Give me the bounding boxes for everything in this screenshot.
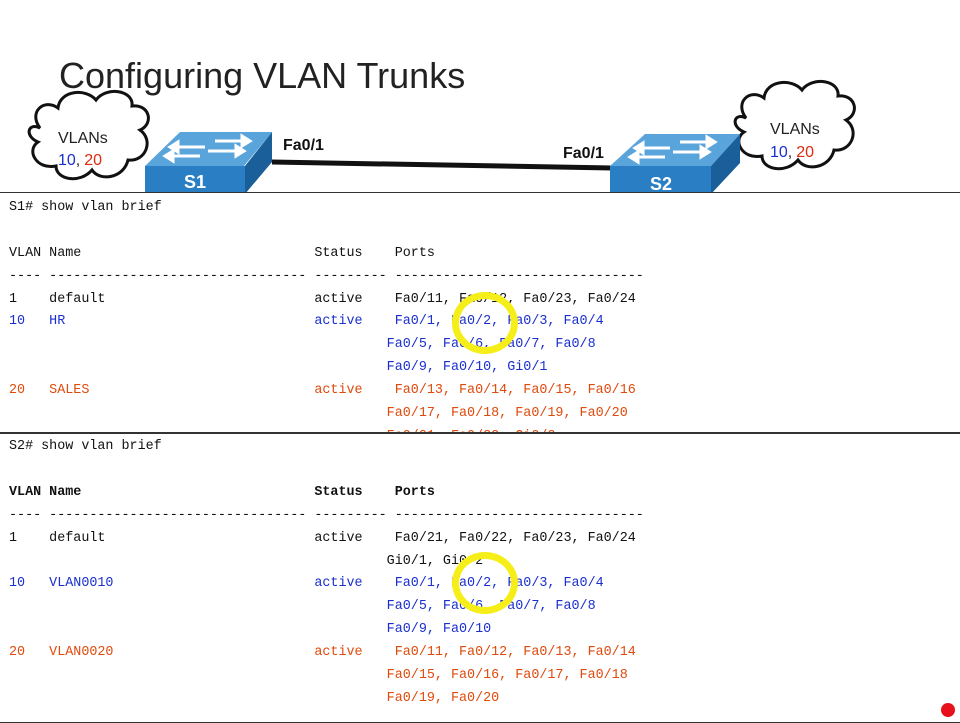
s1-table-rule: ---- -------------------------------- --… [9, 269, 644, 284]
table-row: 10 VLAN0010 active Fa0/1, Fa0/2, Fa0/3, … [9, 576, 604, 591]
table-row: 10 HR active Fa0/1, Fa0/2, Fa0/3, Fa0/4 [9, 314, 604, 329]
s1-cloud-title: VLANs [58, 130, 108, 147]
svg-text:10,20: 10,20 [58, 152, 102, 169]
laser-pointer-dot [941, 703, 955, 717]
s2-cloud-title: VLANs [770, 121, 820, 138]
table-row: Fa0/15, Fa0/16, Fa0/17, Fa0/18 [9, 668, 628, 683]
s2-command: S2# show vlan brief [9, 439, 162, 454]
s1-label: S1 [184, 172, 206, 192]
switch-s1-icon: S1 [145, 132, 272, 194]
s1-fa01-highlight [452, 292, 518, 354]
s1-vlan-cloud: VLANs 10,20 [27, 90, 150, 181]
table-row: 20 VLAN0020 active Fa0/11, Fa0/12, Fa0/1… [9, 645, 636, 660]
s2-terminal-output: S2# show vlan brief VLAN Name Status Por… [0, 432, 960, 723]
table-row: Gi0/1, Gi0/2 [9, 554, 484, 569]
switch-s2-icon: S2 [610, 134, 740, 194]
table-row: Fa0/17, Fa0/18, Fa0/19, Fa0/20 [9, 406, 628, 421]
s2-label: S2 [650, 174, 672, 194]
s2-fa01-highlight [452, 552, 518, 614]
table-row: 1 default active Fa0/21, Fa0/22, Fa0/23,… [9, 531, 636, 546]
s2-vlan-cloud: VLANs 10,20 [733, 80, 856, 171]
s2-table-rule: ---- -------------------------------- --… [9, 508, 644, 523]
table-row: Fa0/21, Fa0/22, Gi0/2 [9, 426, 556, 433]
s2-table-header: VLAN Name Status Ports [9, 485, 435, 500]
svg-text:10,20: 10,20 [770, 144, 814, 161]
s1-cloud-vlan10: 10 [58, 152, 76, 169]
table-row: Fa0/19, Fa0/20 [9, 691, 500, 706]
table-row: 1 default active Fa0/11, Fa0/12, Fa0/23,… [9, 292, 636, 307]
topology-diagram: VLANs 10,20 VLANs 10,20 Fa0/1 Fa0/1 S1 [27, 80, 856, 194]
s1-table-header: VLAN Name Status Ports [9, 246, 435, 261]
table-row: Fa0/9, Fa0/10 [9, 622, 492, 637]
page-title: Configuring VLAN Trunks [59, 55, 466, 96]
s1-port-label: Fa0/1 [283, 137, 324, 154]
table-row: 20 SALES active Fa0/13, Fa0/14, Fa0/15, … [9, 383, 636, 398]
s2-cloud-vlan20: 20 [796, 144, 814, 161]
s1-terminal-output: S1# show vlan brief VLAN Name Status Por… [0, 192, 960, 434]
s1-command: S1# show vlan brief [9, 200, 162, 215]
s1-cloud-vlan20: 20 [84, 152, 102, 169]
table-row: Fa0/9, Fa0/10, Gi0/1 [9, 360, 548, 375]
trunk-link [271, 159, 613, 171]
s2-cloud-vlan10: 10 [770, 144, 788, 161]
s2-port-label: Fa0/1 [563, 145, 604, 162]
